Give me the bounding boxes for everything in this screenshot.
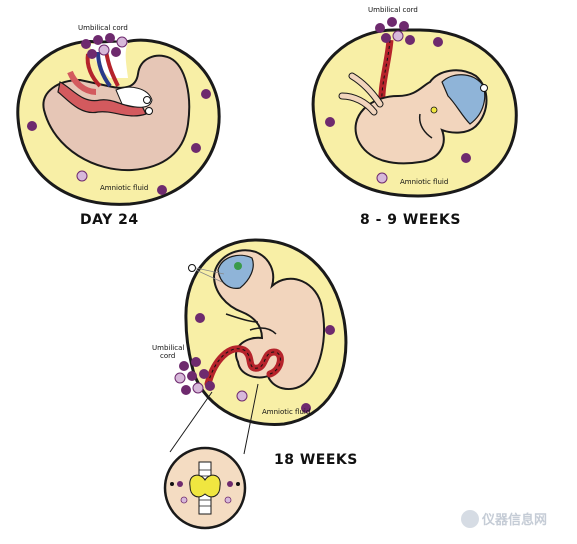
weeks8-9-panel: Umbilical cord Amniotic fluid 8 - 9 WEEK… <box>311 6 518 228</box>
weeks18-panel: Umbilical cord Amniotic fluid 18 WEEKS <box>152 238 358 530</box>
thymus-zoom-inset <box>163 446 247 530</box>
weeks18-brain <box>217 254 254 289</box>
weeks8-9-umbilical-cord-label: Umbilical cord <box>368 6 418 14</box>
stage-label-18-weeks: 18 WEEKS <box>274 452 358 468</box>
day24-umbilical-cord-label: Umbilical cord <box>78 24 128 32</box>
stage-label-day24: DAY 24 <box>80 212 139 228</box>
weeks18-umbilical-label-line1: Umbilical <box>152 344 184 352</box>
weeks18-umbilical-label-line2: cord <box>160 352 175 360</box>
day24-panel: Umbilical cord Amniotic fluid DAY 24 <box>16 24 221 228</box>
gland <box>189 474 221 498</box>
watermark-text: 仪器信息网 <box>481 512 547 528</box>
weeks8-9-amniotic-fluid-label: Amniotic fluid <box>400 178 448 186</box>
weeks8-9-brain <box>441 74 486 125</box>
weeks18-cells <box>174 357 215 395</box>
day24-cells <box>81 33 128 59</box>
watermark-logo: 仪器信息网 <box>461 510 547 528</box>
weeks18-amniotic-fluid-label: Amniotic fluid <box>262 408 310 416</box>
weeks8-9-cells <box>375 17 415 45</box>
day24-amniotic-fluid-label: Amniotic fluid <box>100 184 148 192</box>
day24-yolk-duct <box>57 81 147 117</box>
stage-label-8-9-weeks: 8 - 9 WEEKS <box>360 212 461 228</box>
